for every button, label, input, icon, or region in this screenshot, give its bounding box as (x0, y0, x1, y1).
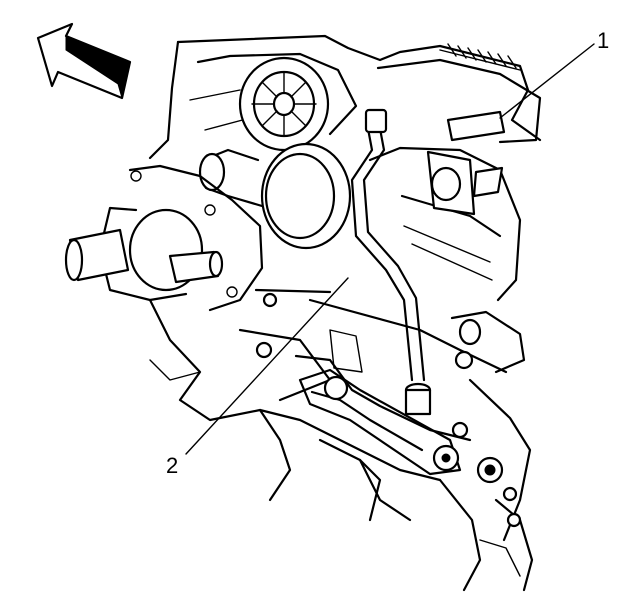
callout-2-leader (185, 277, 349, 455)
callout-1-label: 1 (597, 28, 610, 53)
sensor-bracket (426, 150, 504, 216)
callout-1-leader (499, 43, 595, 119)
water-outlet (64, 164, 264, 312)
vacuum-tube (350, 108, 432, 416)
intake-manifold (368, 43, 542, 302)
callout-2-label: 2 (166, 453, 179, 478)
mount-bracket (298, 350, 504, 484)
pulley (238, 56, 330, 152)
callout-leaders (185, 43, 595, 455)
direction-arrow-icon (36, 22, 132, 100)
lower-right-housing (438, 310, 534, 592)
lower-left-structure (149, 359, 412, 522)
throttle-body (198, 142, 352, 250)
